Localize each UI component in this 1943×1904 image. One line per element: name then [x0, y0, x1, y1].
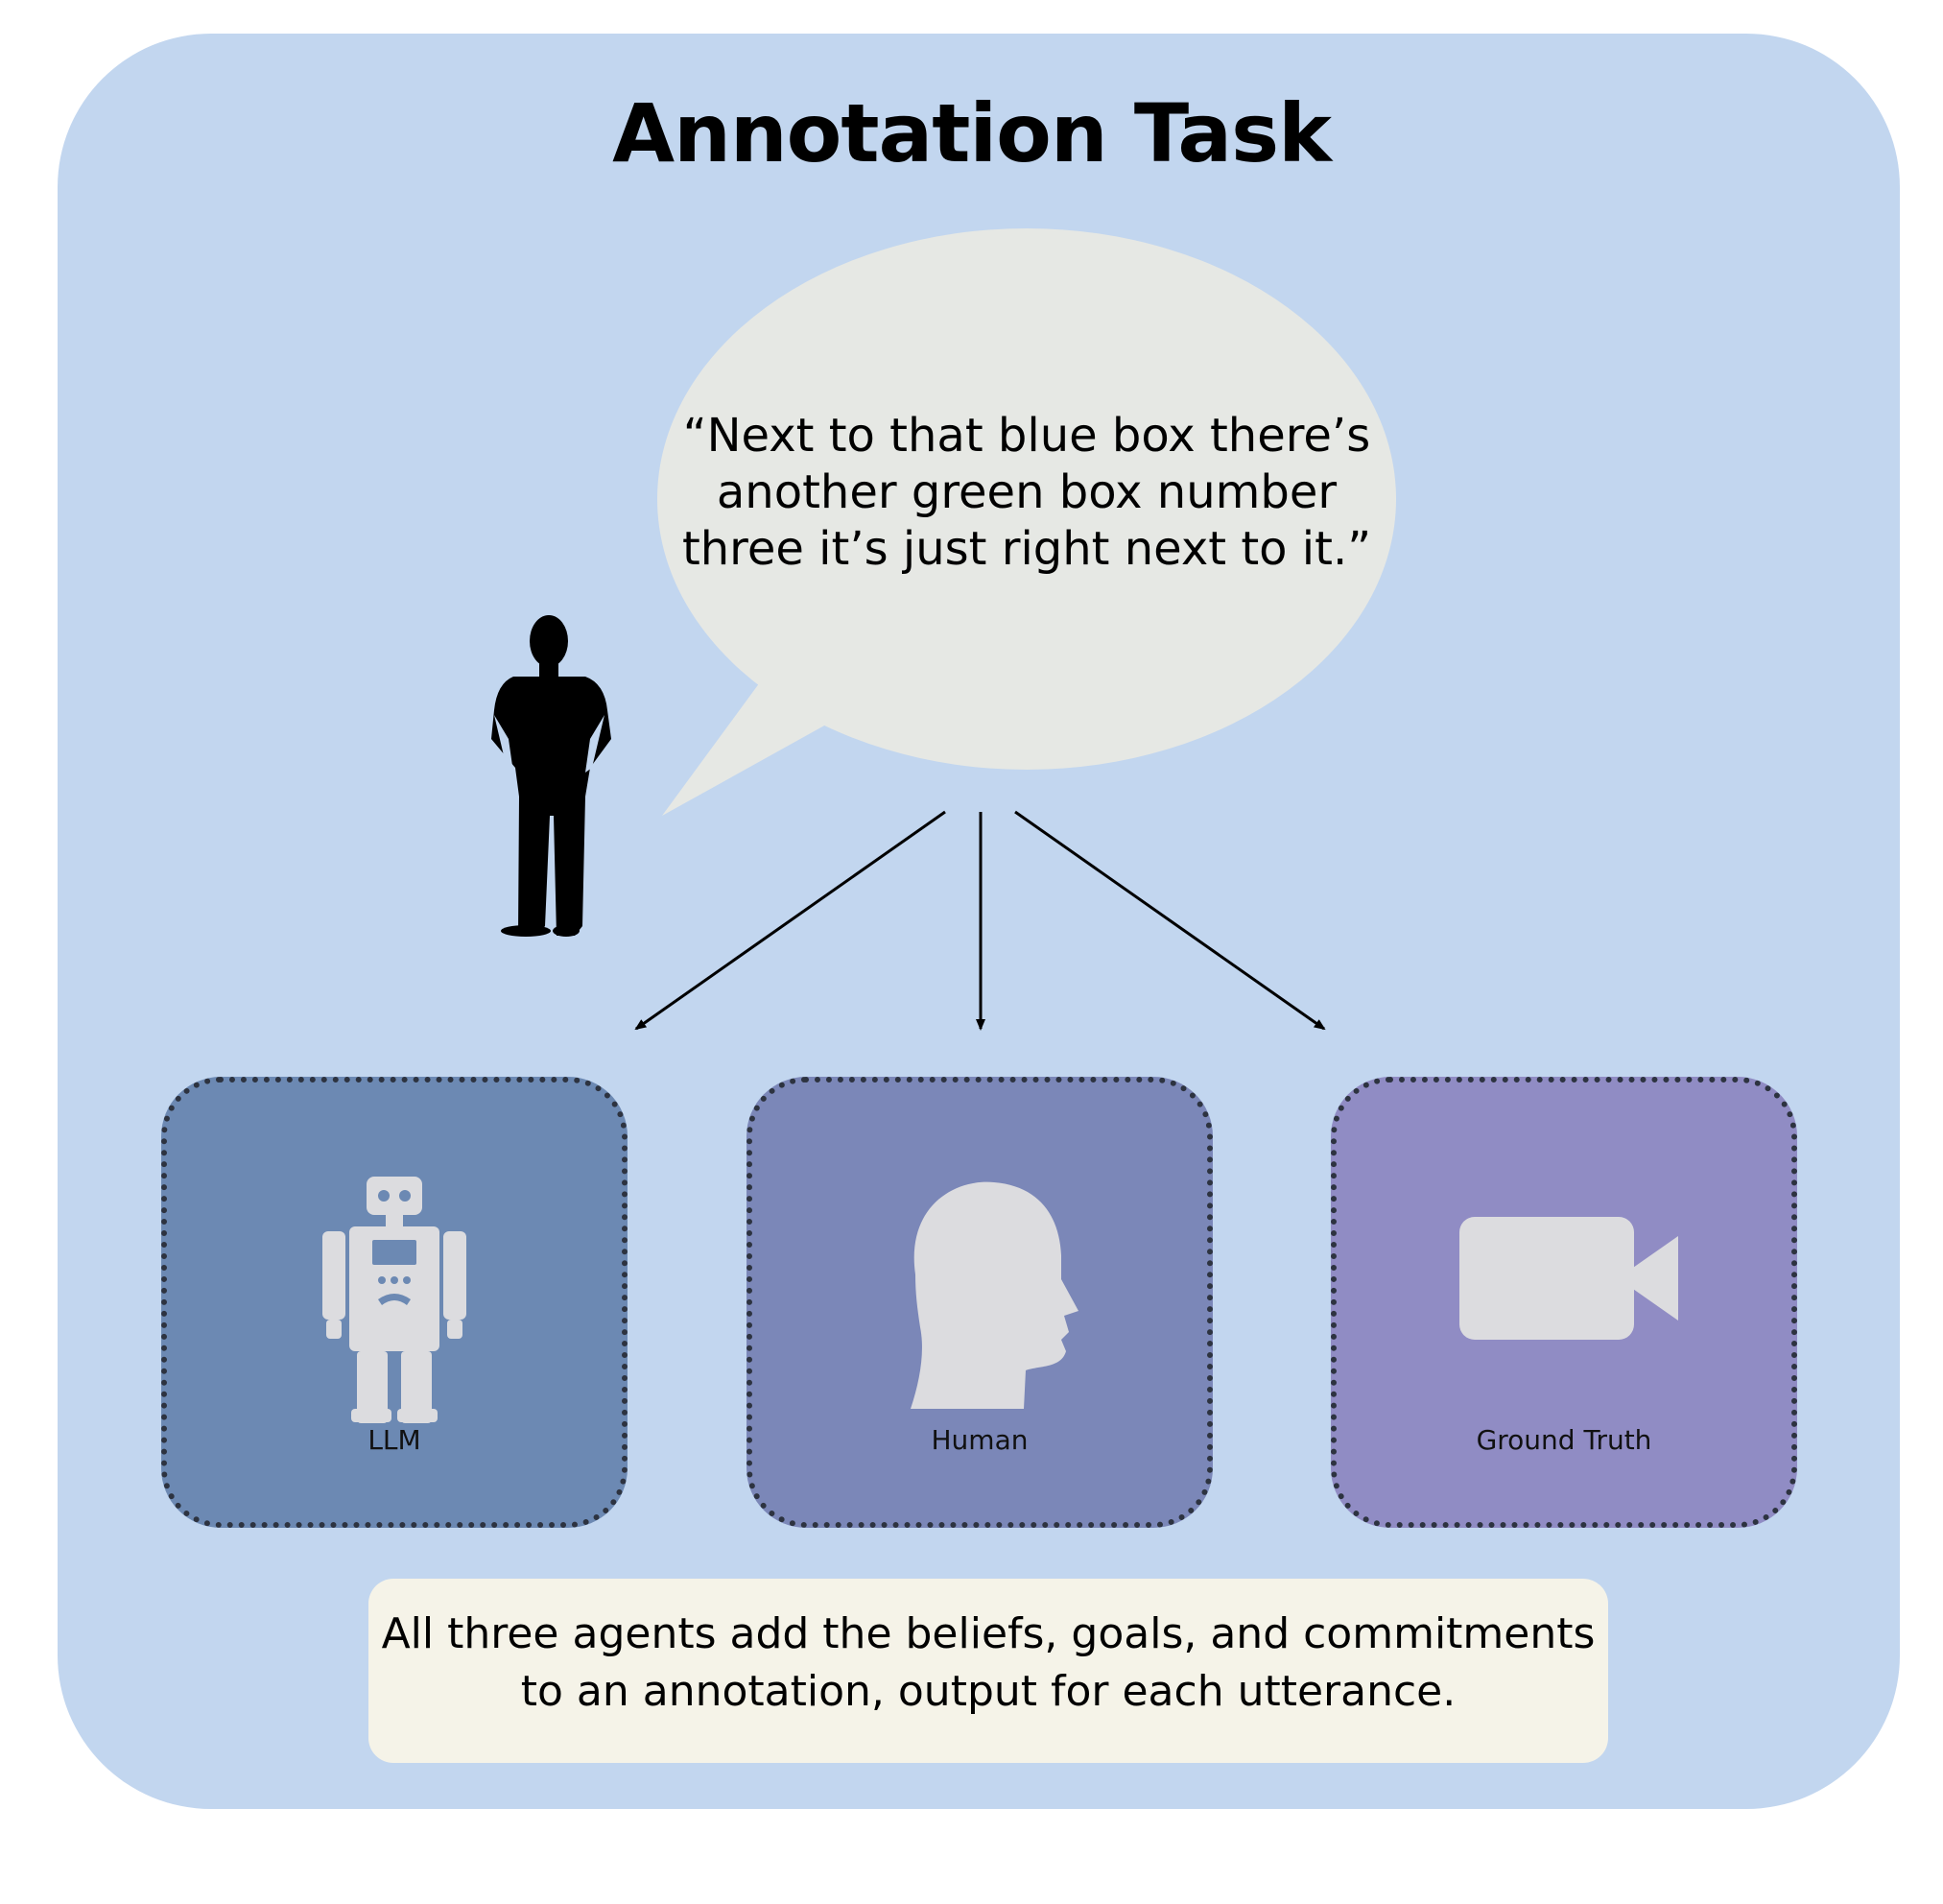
speech-bubble	[657, 228, 1396, 816]
summary-text: All three agents add the beliefs, goals,…	[381, 1609, 1596, 1716]
agent-box-llm: LLM	[161, 1077, 628, 1528]
arrow-to-ground-truth	[1014, 810, 1326, 1031]
person-silhouette-icon	[491, 615, 611, 937]
human-head-icon	[911, 1181, 1078, 1409]
page-title: Annotation Task	[612, 86, 1332, 180]
summary-box: All three agents add the beliefs, goals,…	[368, 1579, 1608, 1763]
utterance-text: “Next to that blue box there’s another g…	[681, 409, 1372, 576]
robot-icon	[322, 1177, 466, 1423]
video-camera-icon	[1459, 1217, 1678, 1340]
agent-label-llm: LLM	[367, 1424, 421, 1456]
agent-label-human: Human	[931, 1424, 1029, 1456]
agent-box-ground-truth: Ground Truth	[1331, 1077, 1797, 1528]
arrow-to-llm	[634, 810, 946, 1031]
agent-label-ground-truth: Ground Truth	[1476, 1424, 1652, 1456]
agent-box-human: Human	[746, 1077, 1213, 1528]
